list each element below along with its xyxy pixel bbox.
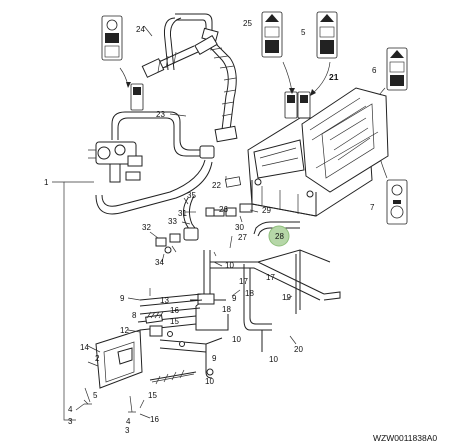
valve-assembly <box>88 141 143 183</box>
callout-10d: 10 <box>205 377 214 386</box>
upper-hose-assembly <box>141 13 238 143</box>
callout-8: 8 <box>132 311 137 320</box>
callout-35: 35 <box>187 191 196 200</box>
callout-28: 28 <box>275 232 284 241</box>
callout-5b: 5 <box>93 391 98 400</box>
callout-26: 26 <box>219 205 228 214</box>
callout-9a: 9 <box>120 294 125 303</box>
callout-27: 27 <box>238 233 247 242</box>
lever-assembly <box>84 288 223 413</box>
callout-20: 20 <box>294 345 303 354</box>
callout-10a: 10 <box>225 261 234 270</box>
support-frame <box>190 249 341 352</box>
callout-17: 17 <box>239 277 248 286</box>
decal-6 <box>386 47 408 91</box>
callout-30: 30 <box>235 223 244 232</box>
callout-6: 6 <box>372 66 377 75</box>
callout-2: 2 <box>95 354 100 363</box>
callout-1: 1 <box>44 178 49 187</box>
callout-21: 21 <box>329 72 339 82</box>
callout-16: 16 <box>150 415 159 424</box>
callout-7: 7 <box>370 203 375 212</box>
leader-lines <box>52 25 297 421</box>
callout-17b: 17 <box>266 273 275 282</box>
callout-34: 34 <box>155 258 164 267</box>
callout-12: 12 <box>120 326 129 335</box>
callout-29: 29 <box>262 206 271 215</box>
callout-3b: 3 <box>125 426 130 435</box>
decal-small-box <box>284 91 311 119</box>
decal-small-left <box>130 83 144 111</box>
callout-15b: 15 <box>170 317 179 326</box>
decal-24 <box>101 15 123 61</box>
callout-19: 19 <box>282 293 291 302</box>
callout-31: 31 <box>178 209 187 218</box>
callout-24: 24 <box>136 25 145 34</box>
callout-4: 4 <box>68 405 73 414</box>
central-fittings <box>155 195 300 254</box>
decal-7 <box>386 179 408 225</box>
pipe-loop <box>95 111 215 215</box>
tool-box-21 <box>247 87 389 217</box>
figure-id: WZW0011838A0 <box>373 433 437 443</box>
decal-25 <box>261 11 283 58</box>
callout-10b: 10 <box>232 335 241 344</box>
callout-18: 18 <box>222 305 231 314</box>
callout-14: 14 <box>80 343 89 352</box>
callout-9b: 9 <box>232 294 237 303</box>
callouts: 1 2 3 4 5 6 7 8 9 9 10 10 10 12 13 14 15… <box>44 19 377 435</box>
decal-22 <box>224 176 242 188</box>
callout-32: 32 <box>142 223 151 232</box>
callout-33: 33 <box>168 217 177 226</box>
callout-4b: 4 <box>126 417 131 426</box>
callout-23: 23 <box>156 110 165 119</box>
callout-5: 5 <box>301 28 306 37</box>
callout-16b: 16 <box>170 306 179 315</box>
highlight-28 <box>268 225 290 247</box>
decal-5 <box>316 11 338 59</box>
callout-9c: 9 <box>212 354 217 363</box>
callout-18b: 18 <box>245 289 254 298</box>
callout-15: 15 <box>148 391 157 400</box>
callout-3: 3 <box>68 417 73 426</box>
callout-13: 13 <box>160 296 169 305</box>
callout-22: 22 <box>212 181 221 190</box>
callout-10c: 10 <box>269 355 278 364</box>
callout-25: 25 <box>243 19 252 28</box>
